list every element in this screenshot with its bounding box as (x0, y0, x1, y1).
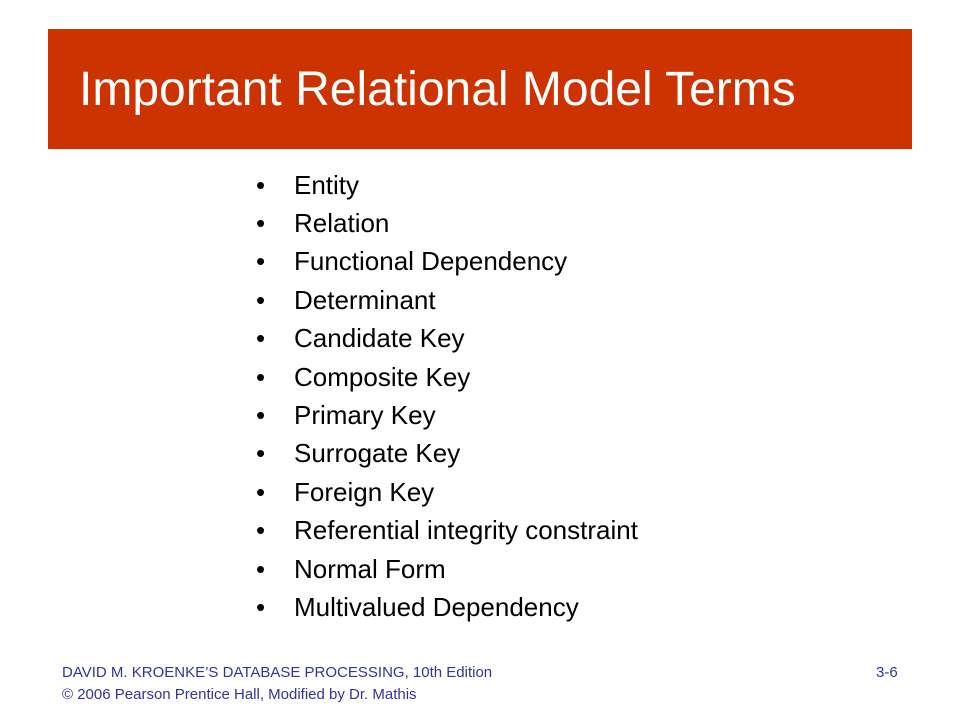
bullet-icon: • (256, 400, 266, 431)
list-item-label: Relation (294, 208, 390, 239)
list-item: • Surrogate Key (256, 435, 638, 473)
list-item: • Foreign Key (256, 473, 638, 511)
list-item-label: Composite Key (294, 361, 471, 392)
footer-copyright: © 2006 Pearson Prentice Hall, Modified b… (62, 686, 417, 703)
list-item-label: Entity (294, 169, 360, 200)
bullet-icon: • (256, 284, 266, 315)
list-item-label: Multivalued Dependency (294, 591, 579, 622)
bullet-icon: • (256, 361, 266, 392)
list-item: • Multivalued Dependency (256, 588, 638, 626)
bullet-icon: • (256, 591, 266, 622)
bullet-icon: • (256, 208, 266, 239)
list-item: • Referential integrity constraint (256, 512, 638, 550)
list-item: • Normal Form (256, 550, 638, 588)
list-item-label: Functional Dependency (294, 246, 568, 277)
list-item-label: Referential integrity constraint (294, 515, 638, 546)
list-item: • Entity (256, 166, 638, 204)
slide-number: 3-6 (876, 664, 898, 681)
list-item: • Primary Key (256, 396, 638, 434)
bullet-icon: • (256, 169, 266, 200)
footer-book-title: DAVID M. KROENKE’S DATABASE PROCESSING, … (62, 664, 493, 681)
list-item-label: Normal Form (294, 553, 446, 584)
list-item: • Functional Dependency (256, 243, 638, 281)
list-item: • Composite Key (256, 358, 638, 396)
bullet-icon: • (256, 246, 266, 277)
bullet-icon: • (256, 323, 266, 354)
list-item: • Determinant (256, 281, 638, 319)
slide-title: Important Relational Model Terms (79, 62, 796, 116)
title-banner: Important Relational Model Terms (48, 29, 912, 149)
bullet-icon: • (256, 476, 266, 507)
bullet-icon: • (256, 438, 266, 469)
list-item: • Candidate Key (256, 320, 638, 358)
bullet-icon: • (256, 553, 266, 584)
list-item-label: Determinant (294, 284, 436, 315)
bullet-list: • Entity • Relation • Functional Depende… (256, 166, 638, 627)
list-item-label: Surrogate Key (294, 438, 461, 469)
list-item: • Relation (256, 204, 638, 242)
footer-credits: DAVID M. KROENKE’S DATABASE PROCESSING, … (62, 662, 492, 706)
bullet-icon: • (256, 515, 266, 546)
list-item-label: Candidate Key (294, 323, 465, 354)
list-item-label: Foreign Key (294, 476, 435, 507)
list-item-label: Primary Key (294, 400, 436, 431)
